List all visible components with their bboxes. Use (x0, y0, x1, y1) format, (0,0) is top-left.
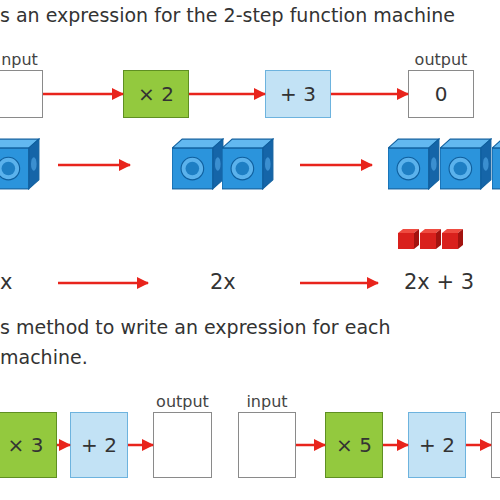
multiply-box: × 3 (0, 412, 57, 478)
machine-arrow (296, 444, 325, 447)
machine-arrow (57, 444, 70, 447)
instruction-text: s method to write an expression for each (0, 316, 391, 338)
box-text: × 3 (8, 433, 44, 457)
step-arrows (58, 165, 378, 283)
box-text: + 2 (81, 433, 117, 457)
io-box: output0 (408, 70, 474, 118)
box-text: × 5 (336, 433, 372, 457)
box-text: 0 (435, 82, 448, 106)
instruction-text: s an expression for the 2-step function … (0, 4, 455, 26)
multiply-box: × 5 (325, 412, 383, 478)
io-box: nput (0, 70, 43, 118)
io-box (491, 412, 500, 478)
box-heading: output (415, 50, 468, 69)
multiply-box: × 2 (123, 70, 189, 118)
box-text: × 2 (138, 82, 174, 106)
machine-arrow (43, 93, 123, 96)
box-heading: nput (1, 50, 38, 69)
expression: 2x + 3 (404, 270, 474, 294)
io-box: output (153, 412, 212, 478)
instruction-text: machine. (0, 346, 88, 368)
expression: x (0, 270, 12, 294)
machine-arrow (331, 93, 408, 96)
machine-arrow (383, 444, 408, 447)
add-box: + 2 (70, 412, 128, 478)
box-text: + 3 (280, 82, 316, 106)
add-box: + 3 (265, 70, 331, 118)
box-text: + 2 (419, 433, 455, 457)
box-heading: input (246, 392, 287, 411)
box-heading: output (156, 392, 209, 411)
machine-arrow (128, 444, 153, 447)
cube-row (0, 139, 500, 249)
expression: 2x (210, 270, 236, 294)
io-box: input (238, 412, 296, 478)
add-box: + 2 (408, 412, 466, 478)
machine-arrow (189, 93, 265, 96)
machine-arrow (466, 444, 491, 447)
